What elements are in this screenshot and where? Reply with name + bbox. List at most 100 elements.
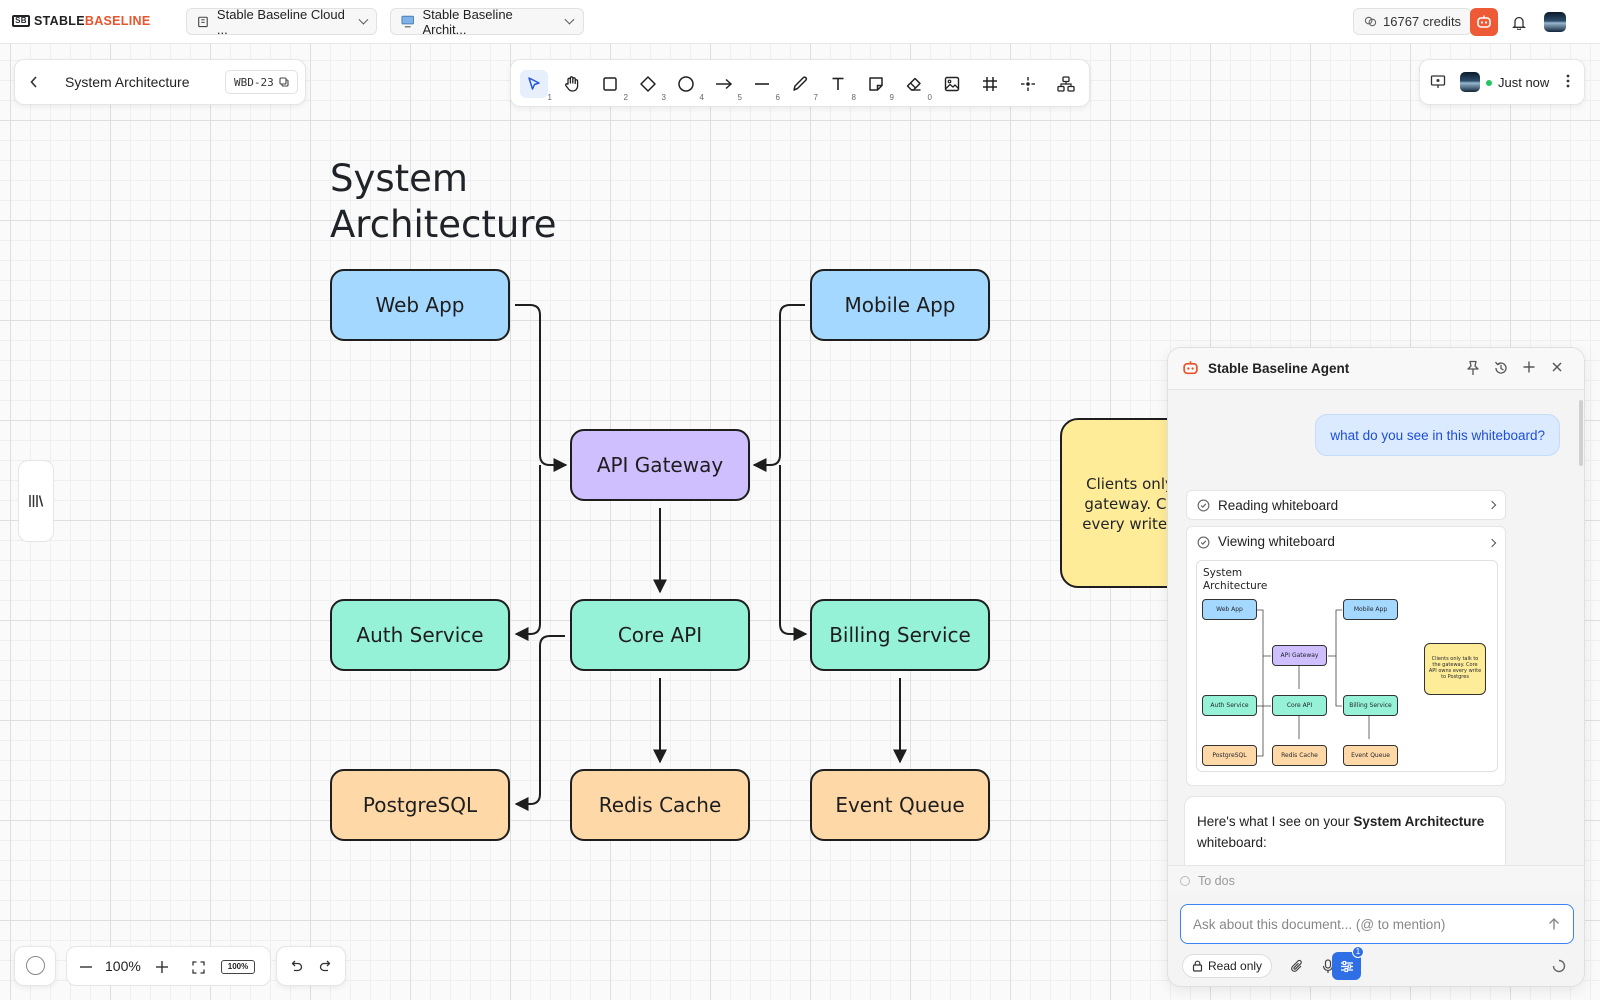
undo-button[interactable]: [281, 951, 311, 981]
back-button[interactable]: [26, 74, 42, 90]
diamond-icon: [640, 76, 656, 92]
credits-label: 16767 credits: [1383, 14, 1462, 29]
logo-text-baseline: BASELINE: [84, 14, 151, 28]
history-controls: [276, 946, 346, 986]
sticky-note-icon: [869, 77, 883, 91]
settings-sliders-button[interactable]: [1332, 952, 1361, 980]
tool-key-8: 8: [851, 93, 856, 102]
last-saved-time: Just now: [1498, 75, 1550, 90]
zoom-controls: 100% 100%: [66, 946, 271, 986]
agent-toggle-button[interactable]: [1470, 8, 1498, 36]
pencil-icon: [793, 76, 808, 91]
preview-node-auth-service: Auth Service: [1202, 695, 1257, 716]
history-button[interactable]: [1493, 360, 1509, 381]
agent-panel: Stable Baseline Agent what do you see in…: [1167, 347, 1585, 987]
agent-title: Stable Baseline Agent: [1208, 361, 1350, 376]
tool-laser[interactable]: [1014, 70, 1042, 98]
node-mobile-app[interactable]: Mobile App: [810, 269, 990, 341]
zoom-in-button[interactable]: [147, 952, 177, 982]
sticky-note-line1: Clients only: [1086, 475, 1174, 493]
plus-icon: [1523, 361, 1535, 373]
tool-pencil[interactable]: 7: [786, 70, 818, 102]
document-id-chip[interactable]: WBD-23: [225, 70, 298, 94]
document-title: System Architecture: [65, 74, 190, 90]
tool-rectangle[interactable]: 2: [596, 70, 628, 102]
eraser-icon: [906, 77, 921, 91]
tool-frame[interactable]: [976, 70, 1004, 98]
tool-sticky-note[interactable]: 9: [862, 70, 894, 102]
canvas-heading-line2: Architecture: [330, 203, 557, 246]
zoom-out-button[interactable]: [71, 952, 101, 982]
chevron-right-icon: [1487, 538, 1497, 548]
todos-bar[interactable]: To dos: [1168, 865, 1584, 895]
read-only-toggle[interactable]: Read only: [1182, 954, 1273, 978]
new-chat-button[interactable]: [1522, 360, 1536, 379]
redo-button[interactable]: [311, 951, 341, 981]
agent-panel-header: Stable Baseline Agent: [1168, 348, 1584, 390]
canvas-heading[interactable]: System Architecture: [330, 156, 557, 248]
crosshair-icon: [1021, 77, 1035, 91]
whiteboard-preview-image[interactable]: System Architecture Web App Mobile App A…: [1196, 560, 1498, 772]
node-postgresql[interactable]: PostgreSQL: [330, 769, 510, 841]
theme-toggle-button[interactable]: [26, 956, 45, 975]
tool-ellipse[interactable]: 4: [672, 70, 704, 102]
workspace-name: Stable Baseline Cloud ...: [216, 6, 345, 37]
tool-hand[interactable]: [558, 70, 586, 98]
pin-button[interactable]: [1466, 360, 1480, 381]
node-web-app[interactable]: Web App: [330, 269, 510, 341]
node-core-api[interactable]: Core API: [570, 599, 750, 671]
zoom-level[interactable]: 100%: [105, 958, 141, 974]
undo-icon: [291, 960, 303, 972]
user-message: what do you see in this whiteboard?: [1315, 414, 1560, 456]
sticky-note-line3: every write t: [1082, 515, 1178, 533]
step-reading-whiteboard[interactable]: Reading whiteboard: [1186, 490, 1506, 520]
library-button[interactable]: [18, 460, 54, 542]
credits-indicator[interactable]: 16767 credits: [1353, 8, 1473, 35]
tool-line[interactable]: 6: [748, 70, 780, 102]
tool-image[interactable]: [938, 70, 966, 98]
workspace-breadcrumb[interactable]: Stable Baseline Cloud ...: [186, 6, 377, 37]
node-event-queue[interactable]: Event Queue: [810, 769, 990, 841]
pin-icon: [1467, 360, 1479, 375]
attach-button[interactable]: [1282, 951, 1312, 981]
fit-to-screen-button[interactable]: [183, 952, 213, 982]
notifications-button[interactable]: [1508, 11, 1530, 33]
agent-input-box[interactable]: [1180, 904, 1574, 944]
tool-key-2: 2: [623, 93, 628, 102]
tool-diagram[interactable]: [1052, 70, 1080, 98]
project-breadcrumb[interactable]: Stable Baseline Archit...: [390, 7, 584, 37]
diagram-tree-icon: [1057, 76, 1075, 92]
robot-icon: [1183, 361, 1198, 375]
loading-spinner: [1552, 959, 1566, 978]
present-button[interactable]: [1430, 74, 1446, 95]
node-redis-cache[interactable]: Redis Cache: [570, 769, 750, 841]
hand-icon: [565, 76, 579, 92]
step-label: Viewing whiteboard: [1218, 534, 1335, 549]
more-options-button[interactable]: [1566, 74, 1572, 90]
node-api-gateway[interactable]: API Gateway: [570, 429, 750, 501]
robot-icon: [1477, 15, 1491, 28]
collaborator-avatar[interactable]: [1460, 72, 1480, 92]
send-arrow-up-icon[interactable]: [1547, 917, 1561, 931]
user-avatar[interactable]: [1544, 12, 1566, 32]
close-agent-button[interactable]: [1550, 360, 1564, 379]
agent-chat-input[interactable]: [1193, 916, 1533, 932]
read-only-label: Read only: [1208, 959, 1263, 973]
node-auth-service[interactable]: Auth Service: [330, 599, 510, 671]
tool-text[interactable]: 8: [824, 70, 856, 102]
tool-arrow[interactable]: 5: [710, 70, 742, 102]
paperclip-icon: [1291, 959, 1302, 972]
plus-icon: [156, 961, 168, 973]
tool-eraser[interactable]: 0: [900, 70, 932, 102]
tool-select[interactable]: 1: [520, 70, 552, 102]
lock-icon: [1192, 960, 1203, 972]
tool-key-5: 5: [737, 93, 742, 102]
kebab-menu-icon: [1566, 74, 1570, 88]
tool-diamond[interactable]: 3: [634, 70, 666, 102]
reset-zoom-button[interactable]: 100%: [221, 960, 255, 974]
node-billing-service[interactable]: Billing Service: [810, 599, 990, 671]
online-status-dot: [1486, 80, 1492, 86]
preview-node-core-api: Core API: [1272, 695, 1327, 716]
chat-scrollbar[interactable]: [1579, 400, 1583, 466]
